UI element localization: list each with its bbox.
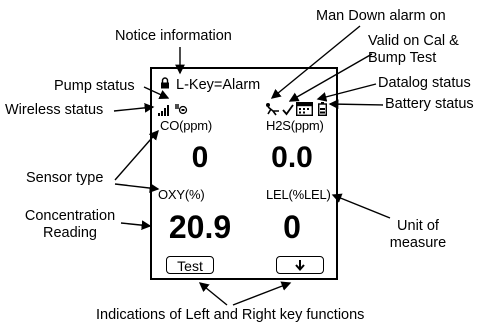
reading-lel: 0 — [283, 209, 301, 245]
checkmark-icon — [282, 103, 294, 121]
callout-concentration-reading: Concentration Reading — [24, 208, 116, 241]
battery-icon — [317, 102, 327, 121]
sensor-type-h2s: H2S(ppm) — [266, 118, 324, 133]
callout-wireless-status: Wireless status — [5, 102, 104, 118]
sensor-type-lel: LEL(%LEL) — [266, 187, 331, 202]
callout-battery-status: Battery status — [385, 96, 474, 112]
sensor-type-co: CO(ppm) — [160, 118, 213, 133]
left-key-button[interactable]: Test — [166, 256, 214, 274]
reading-h2s: 0.0 — [271, 141, 313, 174]
notice-line: L-Key=Alarm — [160, 77, 260, 93]
callout-key-functions: Indications of Left and Right key functi… — [96, 307, 365, 323]
signal-bars-icon — [158, 103, 172, 121]
notice-text: L-Key=Alarm — [176, 77, 261, 93]
callout-datalog-status: Datalog status — [378, 75, 471, 91]
sensor-type-oxy: OXY(%) — [158, 187, 205, 202]
right-key-button[interactable] — [276, 256, 324, 274]
callout-valid-cal-bump: Valid on Cal & Bump Test — [368, 33, 459, 66]
reading-co: 0 — [191, 141, 209, 174]
callout-notice-information: Notice information — [115, 28, 232, 44]
callout-man-down: Man Down alarm on — [316, 8, 446, 24]
callout-unit-of-measure: Unit of measure — [389, 218, 447, 251]
callout-pump-status: Pump status — [54, 78, 135, 94]
reading-oxy: 20.9 — [168, 209, 232, 245]
man-down-icon — [265, 102, 281, 121]
down-arrow-icon — [295, 260, 305, 272]
callout-sensor-type: Sensor type — [26, 170, 104, 186]
calendar-icon — [295, 101, 314, 121]
lock-icon — [160, 77, 172, 93]
pump-icon — [174, 102, 188, 121]
device-display: L-Key=Alarm CO(ppm) H2S(ppm) 0 0.0 OXY(%… — [150, 67, 338, 280]
